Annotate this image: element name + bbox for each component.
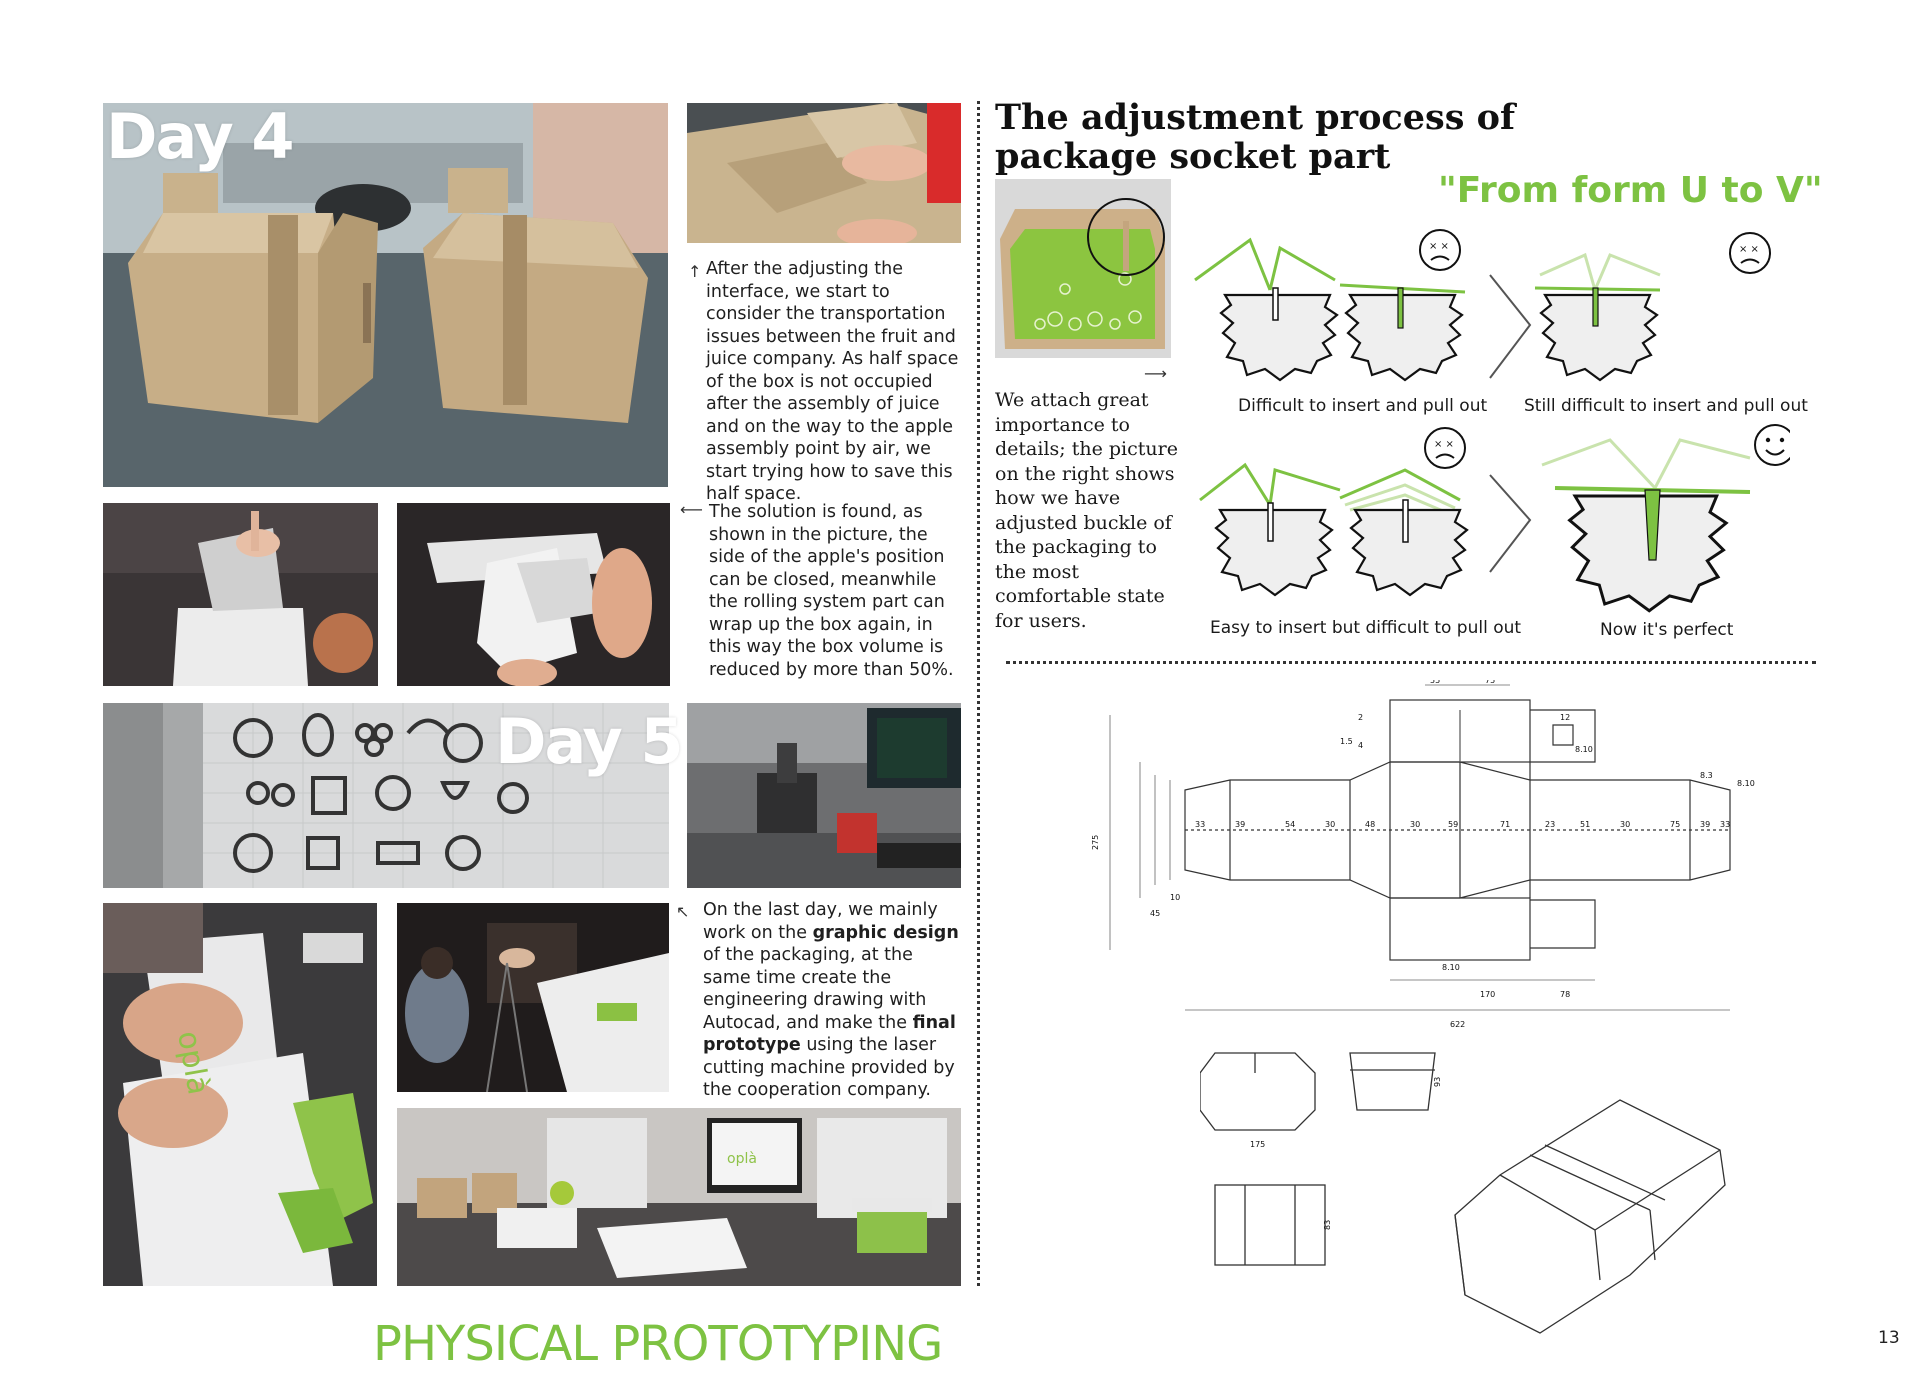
svg-text:54: 54 (1285, 820, 1295, 829)
label-easy-insert: Easy to insert but difficult to pull out (1210, 618, 1522, 638)
caption-solution: The solution is found, as shown in the p… (709, 502, 954, 680)
svg-text:2: 2 (1358, 713, 1363, 722)
label-difficult: Difficult to insert and pull out (1238, 396, 1488, 416)
side-view (1349, 1052, 1436, 1111)
svg-text:10: 10 (1170, 893, 1180, 902)
svg-text:622: 622 (1450, 1020, 1465, 1029)
laser-cutter-photo (687, 703, 961, 888)
svg-text:8.10: 8.10 (1575, 745, 1593, 754)
socket-tray-photo (995, 179, 1171, 358)
svg-text:30: 30 (1325, 820, 1335, 829)
details-paragraph: We attach great importance to details; t… (995, 389, 1178, 632)
svg-text:83: 83 (1323, 1220, 1332, 1230)
svg-text:33: 33 (1195, 820, 1205, 829)
svg-text:1.5: 1.5 (1340, 737, 1353, 746)
svg-text:55: 55 (1430, 680, 1440, 685)
day4-photo-two-boxes (103, 103, 668, 487)
happy-face-icon (1754, 424, 1790, 466)
section-title: PHYSICAL PROTOTYPING (373, 1316, 943, 1372)
svg-text:8.10: 8.10 (1442, 963, 1460, 972)
adjustment-title-line2: package socket part (995, 136, 1391, 177)
caption3-part-a: On the last day, we mainly work on the (703, 900, 938, 943)
front-view (1200, 1052, 1316, 1131)
buckle-adjustment-diagrams: × × × × × × (1194, 229, 1790, 613)
photographer-photo (397, 903, 669, 1092)
bottom-view (1214, 1184, 1326, 1266)
isometric-view (1454, 1099, 1726, 1334)
box-in-hand-photo (397, 503, 670, 686)
engineering-drawing: 55 75 275 33 39 54 30 48 30 59 71 23 51 30 75 39 3… (1091, 680, 1755, 1029)
svg-text:175: 175 (1250, 1140, 1265, 1149)
svg-text:4: 4 (1358, 741, 1363, 750)
day4-label: Day 4 (106, 100, 295, 173)
diagram-easy-insert-1 (1199, 462, 1341, 597)
svg-text:45: 45 (1150, 909, 1160, 918)
cardboard-folding-photo (687, 103, 961, 243)
svg-text:39: 39 (1235, 820, 1245, 829)
sad-face-icon-1: × × (1419, 229, 1461, 271)
svg-text:12: 12 (1560, 713, 1570, 722)
diagram-still-difficult (1534, 252, 1661, 382)
folding-packaging-photo: oplà (103, 903, 377, 1286)
diagram-easy-insert-2 (1339, 468, 1469, 597)
label-perfect: Now it's perfect (1600, 620, 1734, 640)
svg-text:30: 30 (1410, 820, 1420, 829)
svg-text:8.10: 8.10 (1737, 779, 1755, 788)
svg-text:× ×: × × (1434, 439, 1454, 450)
svg-text:8.3: 8.3 (1700, 771, 1713, 780)
diagram-u-shape-2 (1339, 283, 1466, 382)
svg-text:93: 93 (1433, 1077, 1442, 1087)
diagram-perfect (1541, 438, 1751, 613)
page-number: 13 (1878, 1328, 1900, 1348)
caption3-arrow-diag: ↖ (676, 902, 690, 921)
caption3-part-c: of the packaging, at the same time creat… (703, 945, 927, 1033)
final-prototypes-photo: oplà (397, 1108, 961, 1286)
svg-text:170: 170 (1480, 990, 1495, 999)
day5-fruit-icons-photo (103, 703, 669, 888)
form-u-to-v-quote: "From form U to V" (1438, 170, 1823, 211)
caption3-final-prototype: final prototype (703, 1012, 956, 1056)
label-still-difficult: Still difficult to insert and pull out (1524, 396, 1808, 416)
caption1-arrow-up: ↑ (688, 262, 702, 281)
svg-text:275: 275 (1091, 835, 1100, 850)
caption-transportation: After the adjusting the interface, we st… (706, 259, 959, 504)
svg-text:39: 39 (1700, 820, 1710, 829)
caption2-arrow-left: ⟵ (680, 500, 703, 519)
svg-text:30: 30 (1620, 820, 1630, 829)
caption3-part-e: using the laser cutting machine provided… (703, 1035, 955, 1100)
box-orthographic-views: 175 93 83 (1200, 1052, 1726, 1334)
svg-text:oplà: oplà (727, 1151, 757, 1167)
day5-label: Day 5 (495, 705, 684, 778)
diagram-u-shape-1 (1194, 237, 1339, 382)
adjustment-title: The adjustment process of package socket… (995, 98, 1515, 176)
adjustment-title-line1: The adjustment process of (995, 97, 1516, 138)
svg-text:23: 23 (1545, 820, 1555, 829)
svg-text:× ×: × × (1429, 241, 1449, 252)
tray-arrow-right: ⟶ (1144, 364, 1167, 383)
svg-text:59: 59 (1448, 820, 1458, 829)
svg-text:71: 71 (1500, 820, 1510, 829)
caption-last-day: On the last day, we mainly work on the g… (703, 899, 965, 1102)
sad-face-icon-2: × × (1729, 232, 1771, 274)
svg-text:33: 33 (1720, 820, 1730, 829)
svg-text:51: 51 (1580, 820, 1590, 829)
sad-face-icon-3: × × (1424, 427, 1466, 469)
caption3-graphic-design: graphic design (812, 922, 959, 943)
svg-text:× ×: × × (1739, 244, 1759, 255)
horizontal-divider (1006, 661, 1816, 664)
svg-text:48: 48 (1365, 820, 1375, 829)
svg-text:75: 75 (1670, 820, 1680, 829)
vertical-divider (977, 101, 980, 1286)
svg-text:75: 75 (1485, 680, 1495, 685)
svg-text:78: 78 (1560, 990, 1570, 999)
folding-white-box-photo (103, 503, 378, 686)
